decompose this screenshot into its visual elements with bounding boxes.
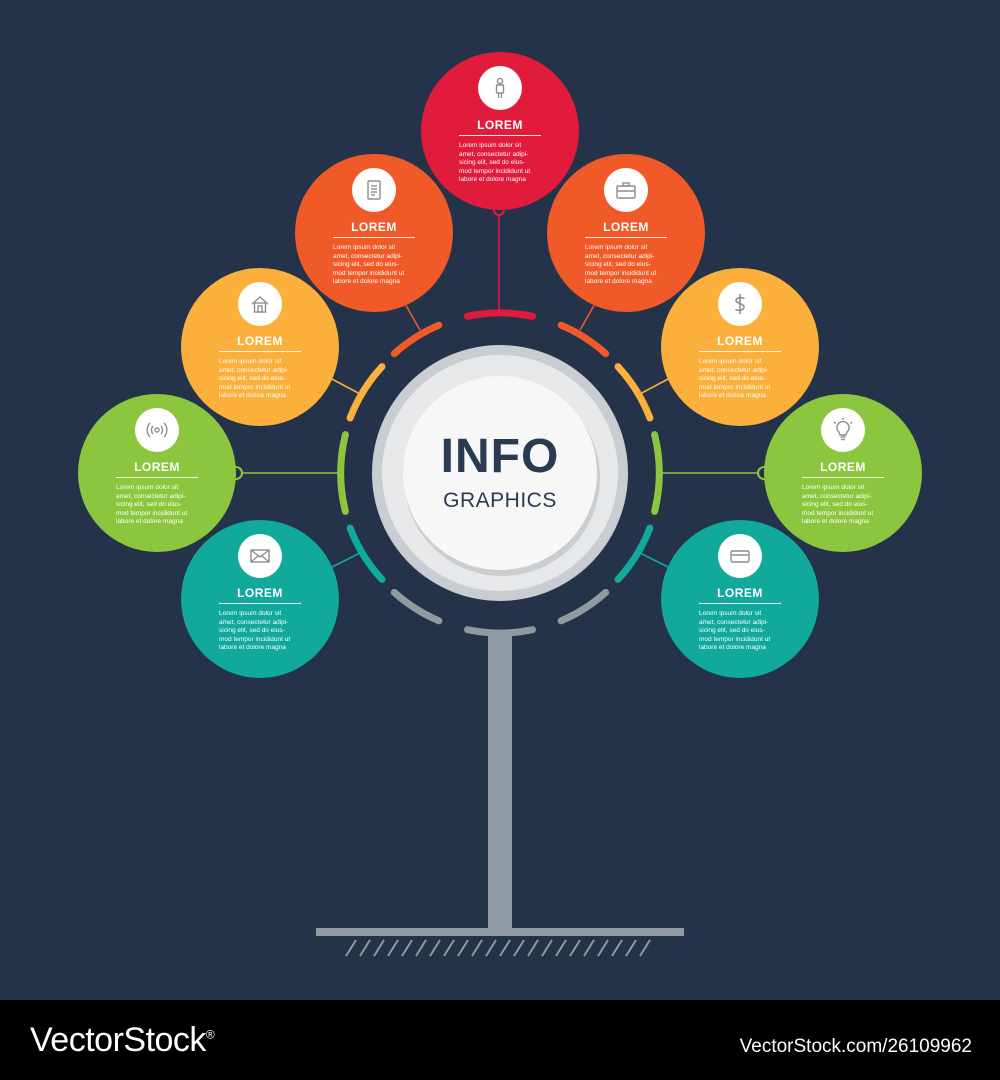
diagram-graphics [229, 204, 771, 957]
node-divider [459, 135, 541, 136]
node-title: LOREM [237, 586, 283, 600]
center-subtitle: GRAPHICS [443, 489, 557, 512]
ring-arc-teal-right [614, 524, 654, 583]
image-id: VectorStock.com/26109962 [739, 1036, 972, 1057]
node-body: Lorem ipsum dolor sit amet, consectetur … [219, 610, 291, 652]
node-title: LOREM [134, 460, 180, 474]
footer-bar [0, 1000, 1000, 1080]
center-title: INFO [440, 430, 560, 483]
node-body: Lorem ipsum dolor sit amet, consectetur … [699, 610, 771, 652]
node-title: LOREM [717, 334, 763, 348]
signal-icon [135, 408, 179, 452]
node-title: LOREM [351, 220, 397, 234]
node-divider [802, 477, 884, 478]
ring-arc-yellow-right [614, 363, 654, 422]
node-body: Lorem ipsum dolor sit amet, consectetur … [219, 358, 291, 400]
node-title: LOREM [820, 460, 866, 474]
ring-arc-gray-right [557, 588, 610, 625]
home-icon [238, 282, 282, 326]
briefcase-icon [604, 168, 648, 212]
node-divider [699, 351, 781, 352]
node-divider [116, 477, 198, 478]
node-title: LOREM [603, 220, 649, 234]
ground-hatch [345, 939, 651, 957]
node-envelope: LOREM Lorem ipsum dolor sit amet, consec… [181, 520, 339, 678]
node-divider [219, 351, 301, 352]
dollar-icon [718, 282, 762, 326]
node-signal: LOREM Lorem ipsum dolor sit amet, consec… [78, 394, 236, 552]
ring-arc-orange-left [390, 321, 443, 358]
brand-name: VectorStock [30, 1021, 206, 1059]
ring-arc-green-right [651, 431, 663, 515]
node-divider [219, 603, 301, 604]
node-body: Lorem ipsum dolor sit amet, consectetur … [333, 244, 405, 286]
connectors [236, 210, 764, 569]
node-card: LOREM Lorem ipsum dolor sit amet, consec… [661, 520, 819, 678]
vectorstock-logo: VectorStock® [30, 1021, 215, 1060]
person-icon [478, 66, 522, 110]
node-document: LOREM Lorem ipsum dolor sit amet, consec… [295, 154, 453, 312]
trademark-symbol: ® [205, 1027, 215, 1042]
lightbulb-icon [821, 408, 865, 452]
tree-stem [488, 630, 512, 932]
segmented-ring [337, 309, 663, 637]
ring-arc-orange-right [557, 321, 610, 358]
node-body: Lorem ipsum dolor sit amet, consectetur … [802, 484, 874, 526]
ring-arc-gray-bottom [464, 626, 536, 637]
node-divider [585, 237, 667, 238]
ring-arc-red [464, 309, 536, 320]
center-hub-face [403, 376, 597, 570]
node-title: LOREM [477, 118, 523, 132]
node-briefcase: LOREM Lorem ipsum dolor sit amet, consec… [547, 154, 705, 312]
ring-arc-green-left [337, 431, 349, 515]
node-divider [699, 603, 781, 604]
envelope-icon [238, 534, 282, 578]
card-icon [718, 534, 762, 578]
document-icon [352, 168, 396, 212]
node-body: Lorem ipsum dolor sit amet, consectetur … [116, 484, 188, 526]
node-body: Lorem ipsum dolor sit amet, consectetur … [585, 244, 657, 286]
node-divider [333, 237, 415, 238]
node-home: LOREM Lorem ipsum dolor sit amet, consec… [181, 268, 339, 426]
ring-arc-teal-left [346, 524, 386, 583]
node-title: LOREM [237, 334, 283, 348]
ring-arc-gray-left [390, 588, 443, 625]
ground-line [316, 928, 684, 936]
ring-arc-yellow-left [346, 363, 386, 422]
node-body: Lorem ipsum dolor sit amet, consectetur … [699, 358, 771, 400]
node-lightbulb: LOREM Lorem ipsum dolor sit amet, consec… [764, 394, 922, 552]
node-title: LOREM [717, 586, 763, 600]
node-dollar: LOREM Lorem ipsum dolor sit amet, consec… [661, 268, 819, 426]
node-person: LOREM Lorem ipsum dolor sit amet, consec… [421, 52, 579, 210]
node-body: Lorem ipsum dolor sit amet, consectetur … [459, 142, 531, 184]
